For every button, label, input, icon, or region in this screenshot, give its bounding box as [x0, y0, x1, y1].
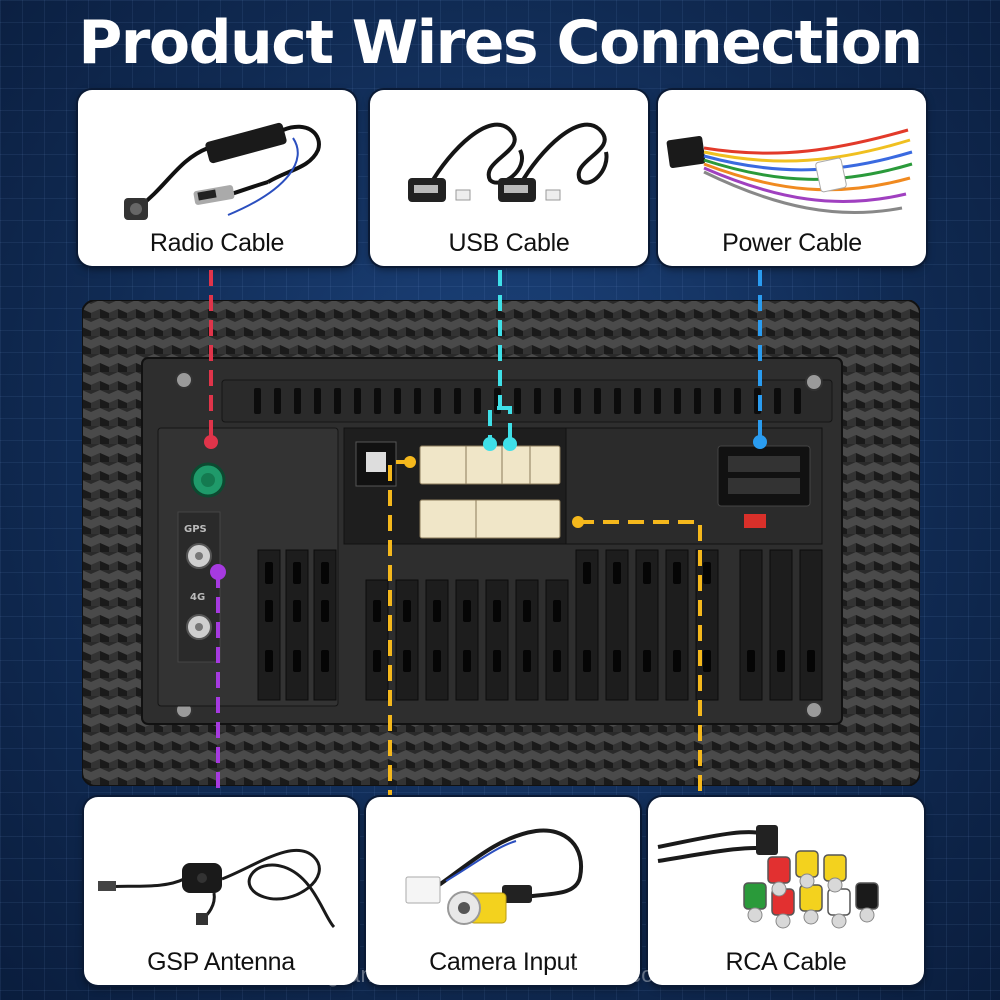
- usb-cable-label: USB Cable: [448, 229, 570, 257]
- usb-cable-illustration: [408, 122, 609, 202]
- usb-cable-card: USB Cable: [370, 90, 648, 266]
- rca-cable-label: RCA Cable: [725, 948, 847, 976]
- watermark: grandnewmaterial.en.alibaba.com: [327, 962, 673, 987]
- radio-cable-label: Radio Cable: [149, 229, 285, 257]
- 4g-port-label: 4G: [190, 592, 205, 603]
- rca-cable-card: RCA Cable: [648, 797, 924, 985]
- power-cable-card: Power Cable: [658, 90, 926, 266]
- radio-cable-illustration: [124, 122, 321, 220]
- gps-antenna-label: GSP Antenna: [147, 948, 295, 976]
- power-cable-label: Power Cable: [722, 229, 862, 257]
- gps-antenna-card: GSP Antenna: [84, 797, 358, 985]
- page-title: Product Wires Connection: [78, 8, 923, 78]
- rca-cable-illustration: [657, 825, 879, 929]
- camera-input-card: Camera Input: [366, 797, 640, 985]
- power-cable-illustration: [666, 128, 913, 214]
- camera-input-label: Camera Input: [429, 948, 577, 976]
- camera-input-illustration: [405, 828, 584, 925]
- head-unit-back-panel: GPS 4G: [82, 300, 920, 786]
- gps-port-label: GPS: [184, 524, 207, 535]
- gps-antenna-illustration: [98, 848, 336, 929]
- radio-cable-card: Radio Cable: [78, 90, 356, 266]
